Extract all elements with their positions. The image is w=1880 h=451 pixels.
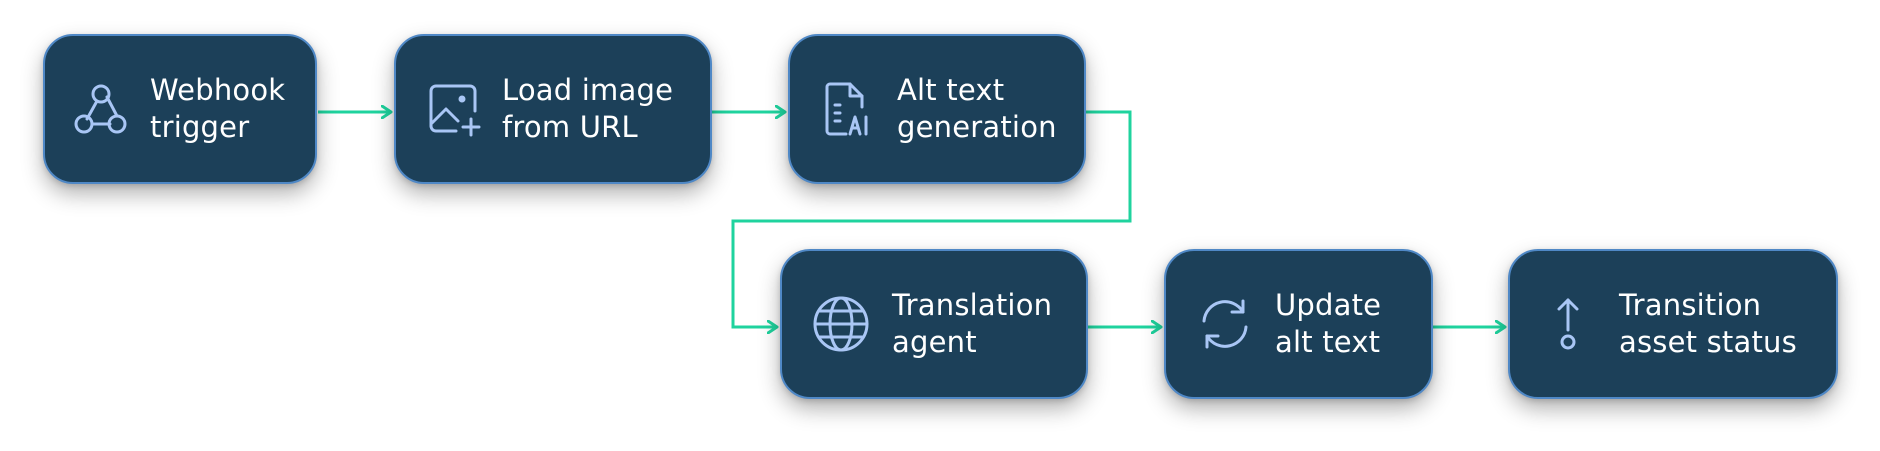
node-translation-agent[interactable]: Translation agent [780,249,1088,399]
node-title-line2: alt text [1275,325,1381,359]
node-title-line2: asset status [1619,325,1797,359]
image-add-icon [424,79,484,139]
document-ai-icon [818,79,878,139]
node-webhook-trigger[interactable]: Webhook trigger [43,34,317,184]
node-title-line2: generation [897,110,1057,144]
node-title-line1: Translation [892,288,1053,322]
node-title-line1: Alt text [897,73,1005,107]
node-title-line1: Load image [502,73,674,107]
globe-icon [811,294,871,354]
node-load-image[interactable]: Load image from URL [394,34,712,184]
refresh-icon [1195,294,1255,354]
webhook-icon [71,79,131,139]
node-alt-text-generation[interactable]: Alt text generation [788,34,1086,184]
node-title-line2: trigger [150,110,250,144]
node-update-alt-text[interactable]: Update alt text [1164,249,1433,399]
node-title-line1: Transition [1619,288,1762,322]
status-arrow-icon [1538,294,1598,354]
node-title-line2: agent [892,325,977,359]
node-title-line1: Update [1275,288,1382,322]
node-transition-asset-status[interactable]: Transition asset status [1508,249,1838,399]
node-title-line2: from URL [502,110,638,144]
node-title-line1: Webhook [150,73,286,107]
